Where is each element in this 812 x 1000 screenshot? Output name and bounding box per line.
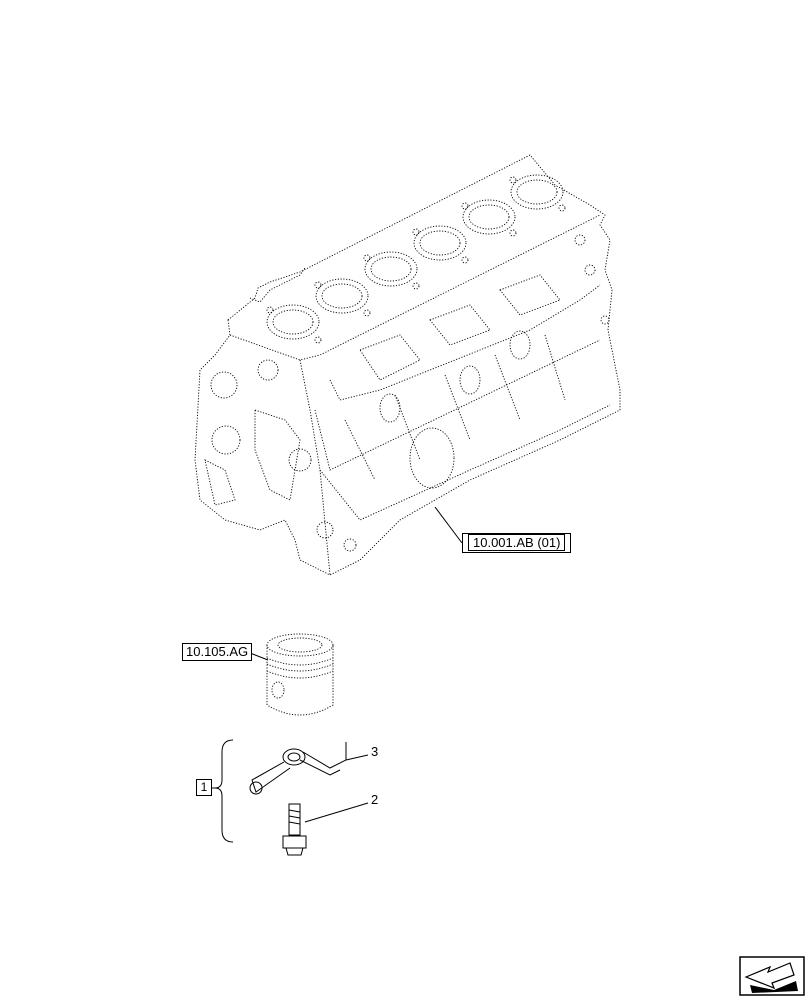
engine-block-illustration [194,154,621,576]
item-3-callout: 3 [371,744,379,759]
group-bracket [214,739,234,843]
item-1-callout: 1 [196,779,212,796]
oil-jet-nozzle-illustration [249,742,369,795]
banjo-bolt-illustration [282,802,369,856]
piston-illustration [249,633,334,716]
piston-reference-label[interactable]: 10.105.AG [182,643,253,661]
item-2-callout: 2 [371,792,379,807]
engine-block-reference-label[interactable]: 10.001.AB (01) [462,533,572,553]
next-page-arrow-icon[interactable] [738,955,806,997]
